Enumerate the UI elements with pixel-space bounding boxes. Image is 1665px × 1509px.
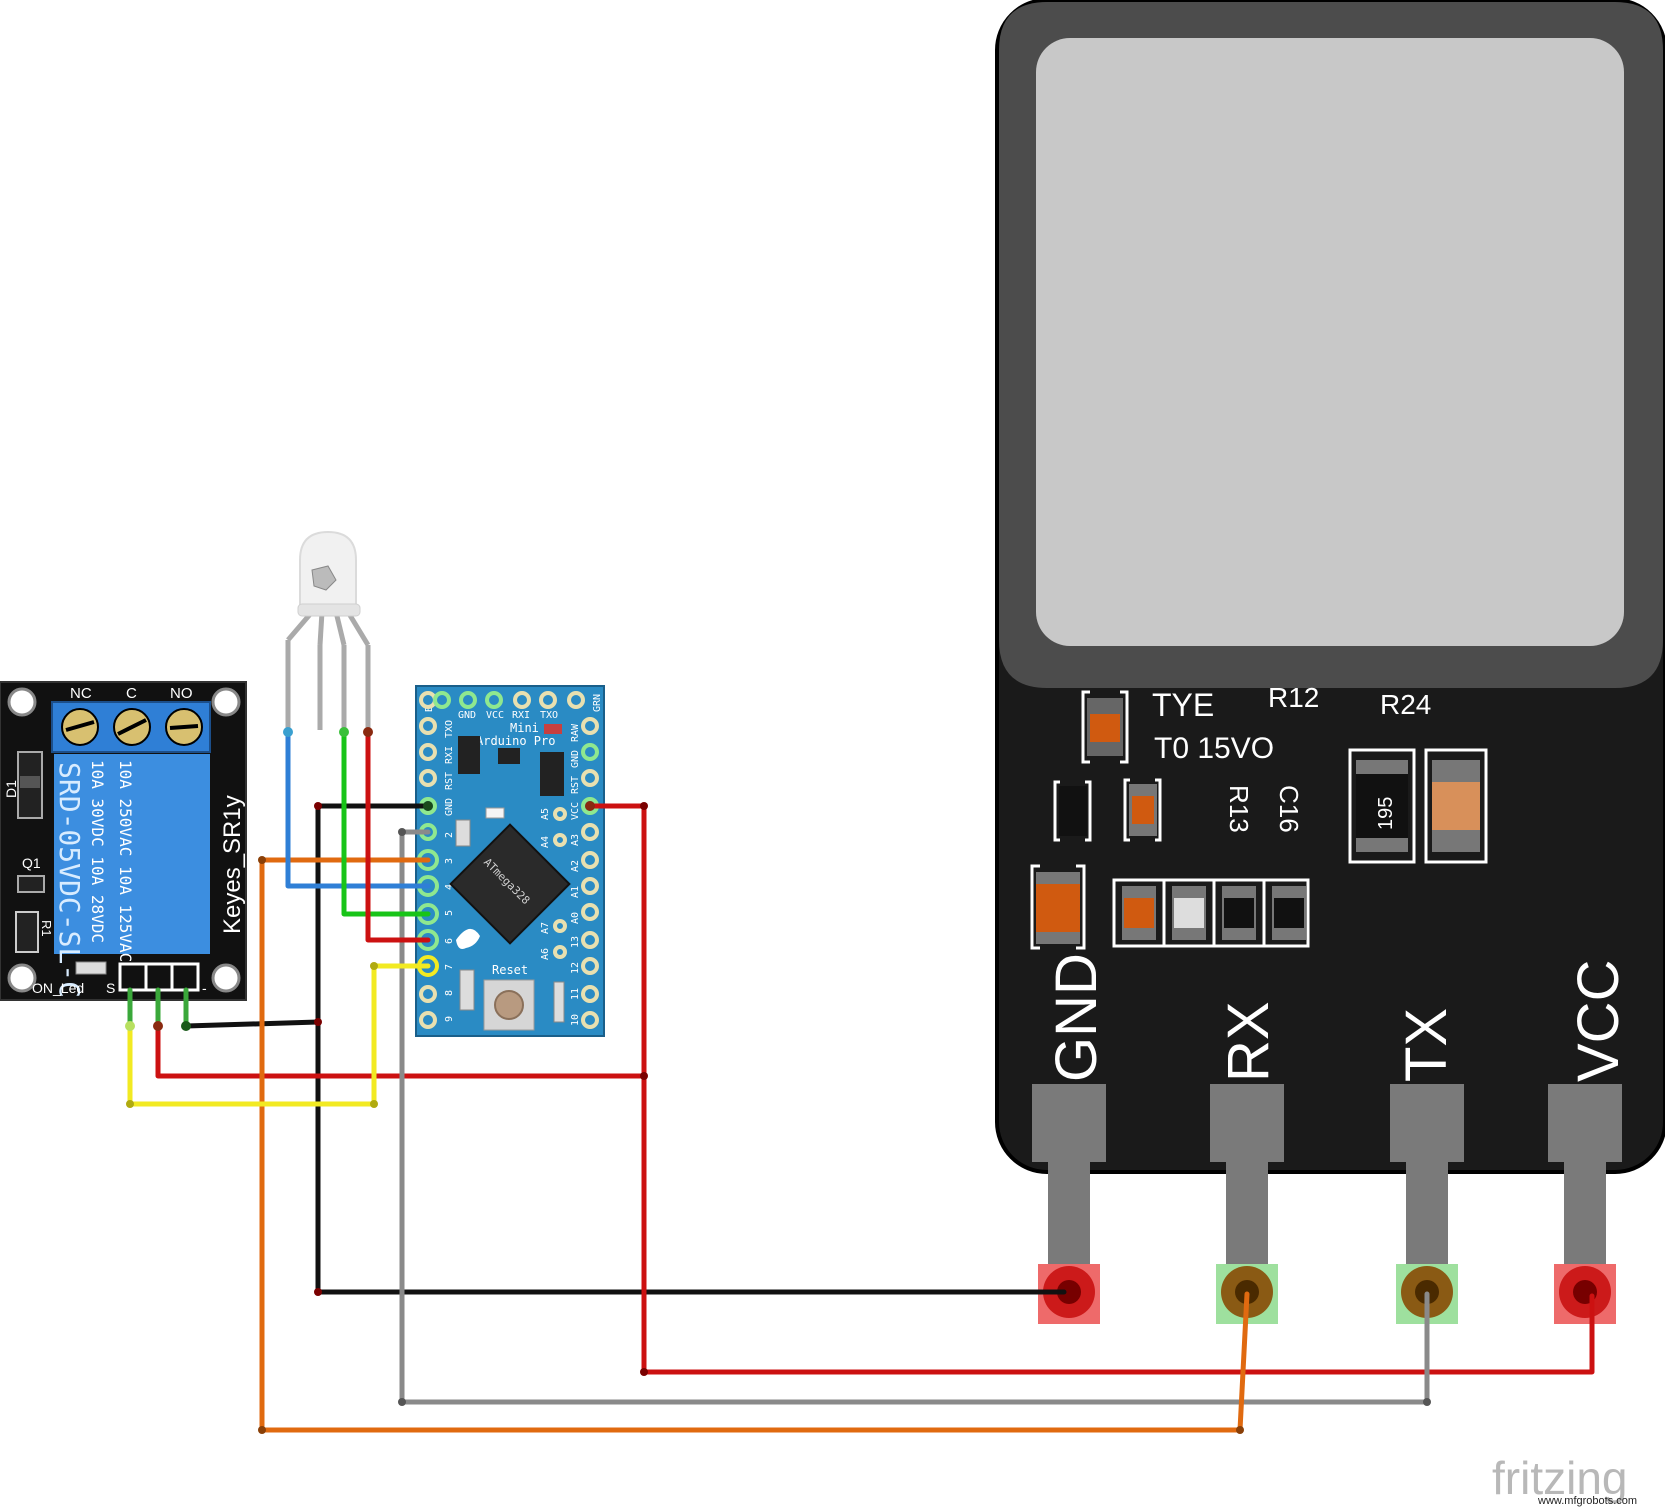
svg-text:6: 6 [444,938,455,944]
svg-text:TXO: TXO [444,720,455,738]
sensor-window [1036,38,1624,646]
relay-body [54,754,210,954]
sensor-silk-t0: T0 15VO [1154,732,1274,765]
wire-relay-minus-black[interactable] [183,1019,321,1029]
svg-text:12: 12 [570,962,581,974]
sensor-pin-label-vcc: VCC [1566,960,1631,1082]
relay-transistor-label: Q1 [22,855,41,871]
wire-led-red[interactable] [365,729,431,943]
svg-text:RXI: RXI [512,710,530,721]
relay-mount-hole [7,687,37,717]
relay-label-c: C [126,685,137,702]
fingerprint-sensor-module: TYE T0 15VO R12 R24 R13 C16 [995,0,1665,1324]
rgb-led [285,530,371,730]
svg-text:13: 13 [570,936,581,948]
relay-on-led [75,961,107,975]
svg-text:GND: GND [444,798,455,816]
svg-text:4: 4 [444,884,455,890]
relay-model: SRD-05VDC-SL-C [53,762,86,998]
arduino-title-pro: Arduino Pro [476,734,555,748]
svg-text:GND: GND [570,750,581,768]
svg-text:5: 5 [444,910,455,916]
sensor-pin-label-gnd: GND [1044,953,1109,1082]
relay-diode-label: D1 [3,780,19,798]
svg-text:RST: RST [570,776,581,794]
svg-text:7: 7 [444,964,455,970]
sensor-silk-tye: TYE [1152,687,1214,723]
arduino-right-pin-labels: RAW GND RST VCC A3 A2 A1 A0 13 12 11 10 [570,723,581,1026]
svg-text:11: 11 [570,988,581,1000]
sparkfun-logo-icon [456,928,480,949]
relay-rating-1: 10A 250VAC 10A 125VAC [116,760,135,962]
relay-label-no: NO [170,685,193,702]
svg-text:3: 3 [444,858,455,864]
svg-text:TXO: TXO [540,710,558,721]
relay-signal-label: S [106,980,115,996]
sensor-pin-connectors[interactable] [1038,1264,1616,1324]
atmega-chip: ATmega328 [449,823,571,945]
arduino-title-mini: Mini [510,721,539,735]
relay-resistor [15,911,39,953]
svg-text:RST: RST [444,772,455,790]
svg-text:VCC: VCC [570,802,581,820]
sensor-pin-label-tx: TX [1394,1008,1459,1082]
relay-screw-terminals[interactable] [61,708,203,746]
smd-components [1030,690,1488,950]
arduino-regulator [458,736,480,774]
svg-text:8: 8 [444,990,455,996]
wire-led-blue[interactable] [285,729,431,889]
arduino-left-pin-labels: TXO RXI RST GND 2 3 4 5 6 7 8 9 [444,720,455,1022]
svg-text:VCC: VCC [486,710,504,721]
arduino-inner-pin-labels: A5 A4 A7 A6 [540,808,551,960]
relay-on-led-label: ON_Led [32,980,84,996]
sensor-pins [1032,1084,1622,1272]
svg-text:GND: GND [458,710,476,721]
relay-transistor [17,875,45,893]
svg-text:A1: A1 [570,886,581,898]
relay-minus-label: - [202,980,207,996]
relay-module: NC C NO SRD-05VDC-SL-C 10A 250VAC 10A 12… [0,681,247,1001]
svg-text:RAW: RAW [570,723,581,742]
svg-text:A0: A0 [570,912,581,924]
svg-text:A3: A3 [570,834,581,846]
sensor-silk-r13: R13 [1224,785,1254,833]
svg-text:A6: A6 [540,948,551,960]
svg-text:A2: A2 [570,860,581,872]
arduino-reset-label: Reset [492,963,528,977]
svg-text:2: 2 [444,832,455,838]
relay-brand: Keyes_SR1y [219,795,246,934]
svg-text:GRN: GRN [592,694,603,712]
relay-rating-2: 10A 30VDC 10A 28VDC [88,760,107,943]
sensor-silk-r12: R12 [1268,682,1319,713]
svg-text:10: 10 [570,1014,581,1026]
wire-led-green[interactable] [341,729,431,917]
wire-joints [125,727,1431,1434]
svg-text:9: 9 [444,1016,455,1022]
relay-resistor-label: R1 [39,920,54,937]
svg-text:A5: A5 [540,808,551,820]
arduino-reset-button[interactable] [494,990,524,1020]
wire-relay-vcc-red[interactable] [155,1023,647,1079]
relay-label-nc: NC [70,685,92,702]
svg-text:A7: A7 [540,922,551,934]
fritzing-watermark: fritzing [1492,1452,1627,1504]
arduino-pro-mini: Mini Arduino Pro BLK GND VCC RXI TXO GRN… [415,685,605,1037]
sensor-resistor-code: 195 [1375,797,1397,830]
svg-text:A4: A4 [540,836,551,848]
svg-text:RXI: RXI [444,746,455,764]
sensor-silk-c16: C16 [1274,785,1304,833]
site-watermark: www.mfgrobots.com [1537,1495,1637,1507]
sensor-silk-r24: R24 [1380,689,1431,720]
sensor-pin-label-rx: RX [1216,1001,1281,1082]
wire-gnd-black[interactable] [315,803,1067,1295]
